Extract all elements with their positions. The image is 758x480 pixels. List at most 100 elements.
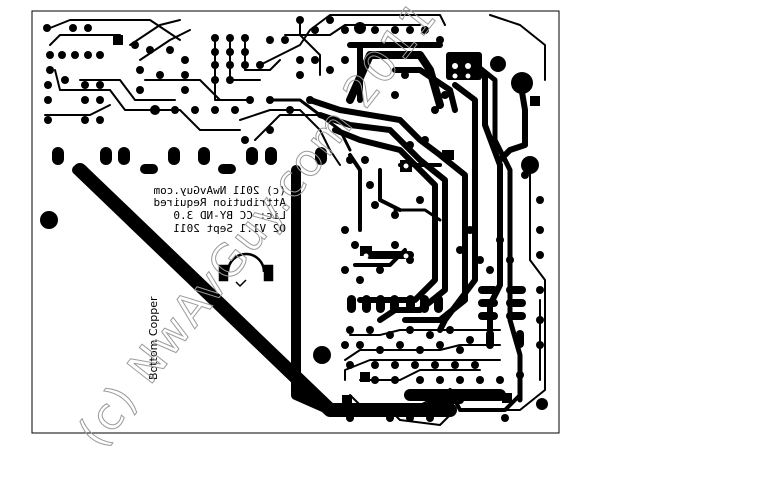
via-pad xyxy=(241,48,249,56)
via-pad xyxy=(166,46,174,54)
via-pad xyxy=(521,171,529,179)
silkscreen-text: (c) 2011 NwAvGuy.com Attribution Require… xyxy=(153,184,286,235)
via-pad xyxy=(44,81,52,89)
via-pad xyxy=(496,236,504,244)
via-pad xyxy=(296,56,304,64)
via-pad xyxy=(456,246,464,254)
via-pad xyxy=(411,361,419,369)
via-pad xyxy=(391,376,399,384)
via-pad xyxy=(136,66,144,74)
via-pad xyxy=(341,56,349,64)
via-pad xyxy=(536,251,544,259)
version-line: O2 V1.1 Sept 2011 xyxy=(173,222,286,235)
via-pad xyxy=(501,414,509,422)
via-pad xyxy=(391,26,399,34)
via-pad xyxy=(416,346,424,354)
via-pad xyxy=(426,414,434,422)
connector-holes xyxy=(363,63,471,259)
via-pad xyxy=(431,106,439,114)
via-pad xyxy=(536,341,544,349)
via-pad xyxy=(536,196,544,204)
via-pad xyxy=(366,181,374,189)
via-pad xyxy=(421,26,429,34)
via-pad xyxy=(211,48,219,56)
via-pad xyxy=(226,61,234,69)
via-pad xyxy=(84,24,92,32)
via-pad xyxy=(181,56,189,64)
via-pad xyxy=(371,201,379,209)
via-pad xyxy=(146,46,154,54)
via-pad xyxy=(346,414,354,422)
via-pad xyxy=(371,361,379,369)
via-pad xyxy=(306,96,314,104)
mounting-holes xyxy=(40,22,548,410)
via-pad xyxy=(256,61,264,69)
via-pad xyxy=(211,106,219,114)
via-pad xyxy=(371,26,379,34)
via-pad xyxy=(131,41,139,49)
via-pad xyxy=(46,66,54,74)
via-pad xyxy=(361,156,369,164)
via-pad xyxy=(471,361,479,369)
via-pad xyxy=(81,96,89,104)
via-pad xyxy=(211,34,219,42)
via-pad xyxy=(61,76,69,84)
via-pad xyxy=(466,336,474,344)
via-pad xyxy=(69,24,77,32)
via-pad xyxy=(386,331,394,339)
via-pad xyxy=(446,408,454,416)
via-pad xyxy=(226,48,234,56)
via-pad xyxy=(451,361,459,369)
via-pad xyxy=(476,256,484,264)
via-pad xyxy=(516,371,524,379)
via-pad xyxy=(341,226,349,234)
via-pad xyxy=(446,326,454,334)
via-pad xyxy=(376,266,384,274)
via-pad xyxy=(431,361,439,369)
via-pad xyxy=(326,16,334,24)
via-pad xyxy=(391,91,399,99)
via-pad xyxy=(96,81,104,89)
via-pad xyxy=(346,326,354,334)
via-pad xyxy=(171,106,179,114)
via-pad xyxy=(386,414,394,422)
via-pad xyxy=(406,256,414,264)
via-pad xyxy=(466,226,474,234)
via-pad xyxy=(426,331,434,339)
via-pad xyxy=(181,71,189,79)
layer-label: Bottom Copper xyxy=(147,296,160,380)
via-pad xyxy=(356,341,364,349)
license-line: Lic: CC BY-ND 3.0 xyxy=(173,209,286,222)
via-pad xyxy=(421,136,429,144)
via-pad xyxy=(246,96,254,104)
via-pad xyxy=(226,34,234,42)
via-pad xyxy=(71,51,79,59)
via-pad xyxy=(406,26,414,34)
via-pad xyxy=(266,126,274,134)
via-pad xyxy=(371,376,379,384)
via-pad xyxy=(351,241,359,249)
headphones-icon xyxy=(218,252,274,288)
via-pad xyxy=(241,61,249,69)
connector-pads xyxy=(52,147,526,348)
via-pad xyxy=(211,76,219,84)
via-pad xyxy=(43,24,51,32)
via-pad xyxy=(46,51,54,59)
via-pad xyxy=(536,226,544,234)
via-pad xyxy=(346,156,354,164)
via-pad xyxy=(286,106,294,114)
via-pad xyxy=(416,196,424,204)
via-pad xyxy=(44,116,52,124)
via-pad xyxy=(326,66,334,74)
via-pad xyxy=(266,96,274,104)
via-pad xyxy=(341,26,349,34)
via-pad xyxy=(81,116,89,124)
via-pad xyxy=(496,376,504,384)
via-pad xyxy=(456,346,464,354)
via-pad xyxy=(356,276,364,284)
via-pad xyxy=(406,414,414,422)
via-pad xyxy=(296,71,304,79)
copyright-line: (c) 2011 NwAvGuy.com xyxy=(153,184,286,197)
via-pad xyxy=(84,51,92,59)
